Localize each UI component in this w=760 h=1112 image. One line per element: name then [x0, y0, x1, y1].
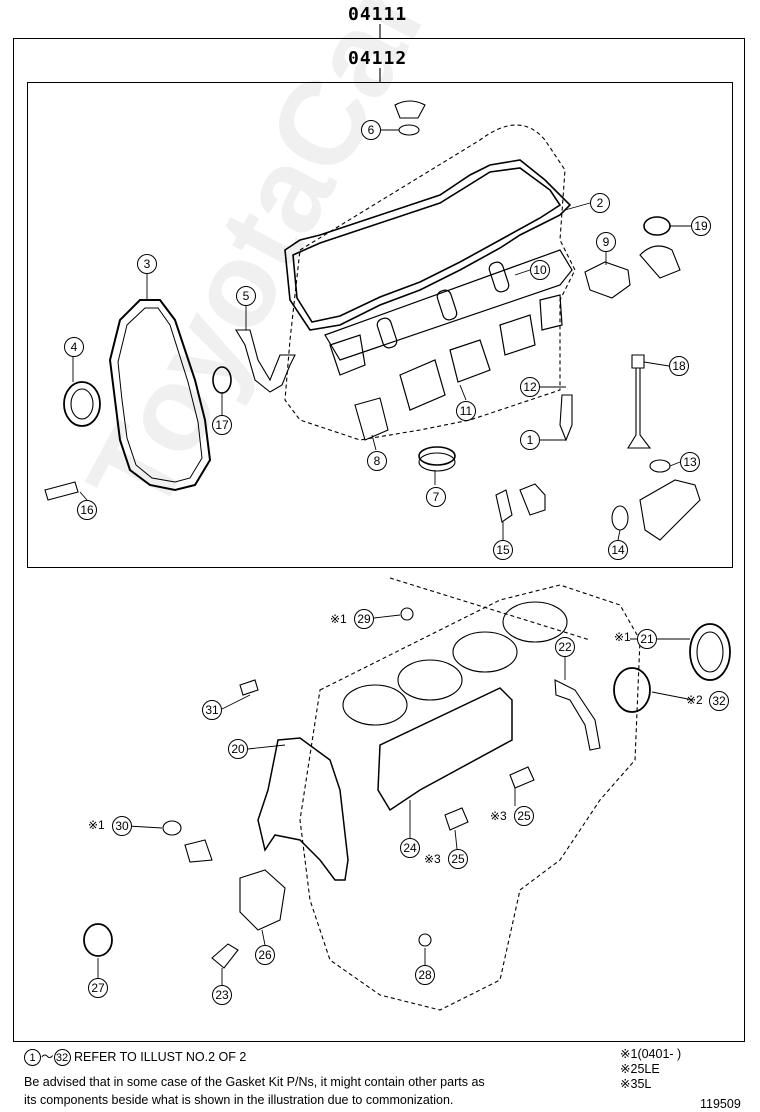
range-separator: ～	[41, 1050, 54, 1064]
callout-1[interactable]: 1	[520, 430, 540, 450]
mark-32: ※2	[686, 693, 703, 707]
range-start-callout: 1	[24, 1049, 41, 1067]
timing-cover-gasket	[108, 299, 212, 492]
gasket-25a-drawing	[509, 766, 535, 789]
callout-9[interactable]: 9	[596, 232, 616, 252]
seal-30-drawing	[162, 820, 182, 836]
outer-kit-number[interactable]: 04111	[348, 4, 408, 25]
water-outlet-drawing	[639, 479, 701, 541]
cylinder-block-outline	[299, 577, 641, 1011]
head-gasket-24-drawing	[377, 687, 513, 812]
callout-5[interactable]: 5	[236, 286, 256, 306]
legend-row-3: ※35L	[620, 1077, 652, 1091]
figure-number: 119509	[700, 1097, 741, 1111]
callout-12[interactable]: 12	[520, 377, 540, 397]
callout-26[interactable]: 26	[255, 945, 275, 965]
mark-21: ※1	[614, 630, 631, 644]
callout-28[interactable]: 28	[415, 965, 435, 985]
range-reference-text: REFER TO ILLUST NO.2 OF 2	[74, 1050, 247, 1064]
seal-19-drawing	[643, 216, 671, 236]
bracket-5-drawing	[235, 329, 296, 393]
callout-30[interactable]: 30	[112, 816, 132, 836]
filler-cap-drawing	[394, 100, 426, 119]
callout-32[interactable]: 32	[709, 691, 729, 711]
gasket-22-drawing	[554, 679, 601, 751]
range-end-callout: 32	[53, 1049, 71, 1067]
mark-25b: ※3	[424, 852, 441, 866]
callout-25b[interactable]: 25	[448, 849, 468, 869]
seal-27-drawing	[83, 923, 113, 957]
plug-29-drawing	[400, 607, 414, 621]
callout-4[interactable]: 4	[64, 337, 84, 357]
callout-17[interactable]: 17	[212, 415, 232, 435]
seal-7-drawing	[418, 446, 456, 466]
range-note: 1～32 REFER TO ILLUST NO.2 OF 2	[24, 1046, 247, 1067]
legend: ※1(0401- ) ※25LE ※35L	[620, 1047, 681, 1092]
callout-27[interactable]: 27	[88, 978, 108, 998]
cylinder-bores	[342, 601, 568, 726]
callout-21[interactable]: 21	[637, 629, 657, 649]
advisory-line-1: Be advised that in some case of the Gask…	[24, 1075, 485, 1089]
gasket-20-drawing	[257, 737, 349, 881]
gasket-25b-drawing	[444, 807, 469, 831]
plug-31-drawing	[239, 679, 259, 696]
gasket-26-drawing	[239, 869, 286, 931]
callout-2[interactable]: 2	[590, 193, 610, 213]
leader-lines	[72, 129, 694, 985]
mark-25a: ※3	[490, 809, 507, 823]
gasket-23-drawing	[211, 943, 239, 969]
legend-row-2: ※25LE	[620, 1062, 660, 1076]
valve-drawing	[627, 367, 652, 449]
callout-11[interactable]: 11	[456, 401, 476, 421]
exhaust-manifold-gasket-drawing	[329, 294, 563, 411]
callout-22[interactable]: 22	[555, 637, 575, 657]
gasket-8-drawing	[354, 397, 389, 441]
inner-kit-frame	[27, 82, 733, 568]
callout-20[interactable]: 20	[228, 739, 248, 759]
callout-31[interactable]: 31	[202, 700, 222, 720]
callout-10[interactable]: 10	[530, 260, 550, 280]
callout-24[interactable]: 24	[400, 838, 420, 858]
callout-16[interactable]: 16	[77, 500, 97, 520]
gasket-9-drawing	[584, 261, 631, 299]
advisory-line-2: its components beside what is shown in t…	[24, 1093, 454, 1107]
plug-28-drawing	[418, 933, 432, 947]
gasket-15-drawing	[495, 489, 513, 523]
injector-drawing	[559, 394, 573, 442]
callout-14[interactable]: 14	[608, 540, 628, 560]
callout-19[interactable]: 19	[691, 216, 711, 236]
cylinder-head-outline	[284, 124, 576, 441]
callout-29[interactable]: 29	[354, 609, 374, 629]
bolt-16-drawing	[44, 481, 79, 501]
callout-23[interactable]: 23	[212, 985, 232, 1005]
callout-7[interactable]: 7	[426, 487, 446, 507]
callout-25a[interactable]: 25	[514, 806, 534, 826]
oil-seal-4-drawing	[63, 381, 101, 427]
callout-18[interactable]: 18	[669, 356, 689, 376]
callout-6[interactable]: 6	[361, 120, 381, 140]
head-cover-gasket	[284, 159, 572, 331]
oil-seal-32-drawing	[613, 667, 651, 713]
callout-13[interactable]: 13	[680, 452, 700, 472]
seal-17-drawing	[212, 366, 232, 394]
callout-8[interactable]: 8	[367, 451, 387, 471]
intake-manifold-gasket-drawing	[324, 249, 573, 361]
mark-29: ※1	[330, 612, 347, 626]
inner-kit-number[interactable]: 04112	[348, 48, 408, 69]
outer-kit-frame	[13, 38, 745, 1042]
mark-30: ※1	[88, 818, 105, 832]
callout-15[interactable]: 15	[493, 540, 513, 560]
legend-row-1: ※1(0401- )	[620, 1047, 682, 1061]
oil-seal-21-drawing	[689, 623, 731, 681]
callout-3[interactable]: 3	[137, 254, 157, 274]
